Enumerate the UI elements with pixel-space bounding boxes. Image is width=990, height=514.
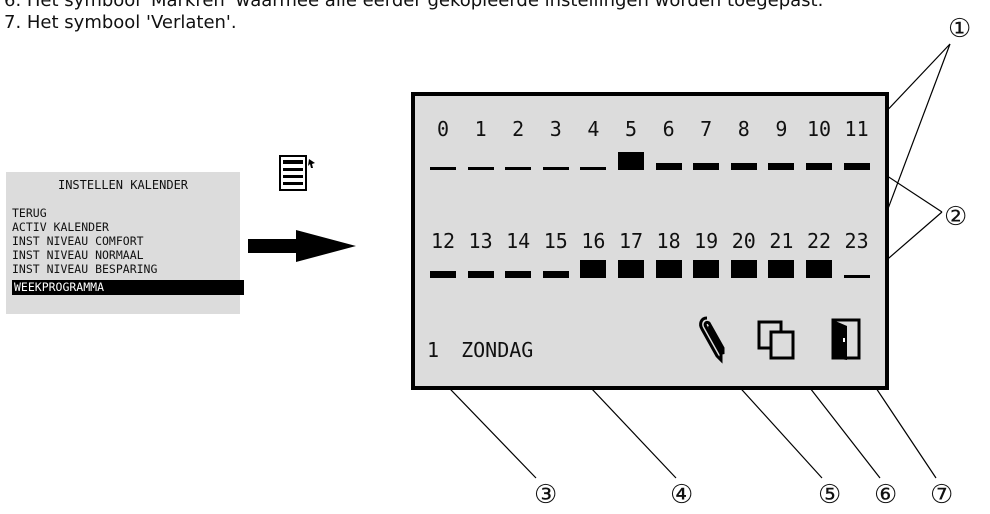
hour-label: 7 [700,117,713,141]
hour-label: 10 [806,117,832,141]
hour-label: 20 [731,229,756,253]
hour-level-bar [467,167,494,170]
hour-label: 19 [694,229,719,253]
hour-level-bar [768,163,795,170]
hour-label: 11 [844,117,869,141]
hour-label: 16 [581,229,606,253]
hour-level-bar [693,260,720,278]
hour-label: 4 [587,117,600,141]
hour-level-bar [843,163,870,170]
hour-label: 1 [474,117,487,141]
hour-label: 14 [506,229,531,253]
hour-level-bar [580,260,607,278]
hour-label: 18 [656,229,681,253]
hour-level-bar [580,167,607,170]
hour-level-bar [505,271,532,278]
menu-item-weekprogramma[interactable]: WEEKPROGRAMMA [12,280,244,295]
hour-level-bar [430,271,456,278]
menu-title: INSTELLEN KALENDER [57,178,189,192]
instruction-line-7: 7. Het symbool 'Verlaten'. [4,12,237,33]
menu-item-niveau-normaal[interactable]: INST NIVEAU NORMAAL [12,248,144,262]
hour-level-bar [655,163,682,170]
hour-level-bar [430,167,456,170]
hour-label: 3 [549,117,562,141]
day-name: ZONDAG [461,338,534,362]
arrow-right-icon [248,230,356,262]
hour-label: 9 [775,117,788,141]
hour-label: 21 [769,229,794,253]
hour-label: 8 [737,117,750,141]
menu-icon [279,155,315,191]
hour-label: 0 [436,117,450,141]
hour-label: 15 [543,229,568,253]
hour-level-bar [806,163,832,170]
menu-item-terug[interactable]: TERUG [12,206,47,220]
menu-item-niveau-comfort[interactable]: INST NIVEAU COMFORT [12,234,144,248]
callout-2: ② [944,202,968,232]
hour-level-bar [730,260,757,278]
hour-level-bar [467,271,494,278]
hour-level-bar [505,167,532,170]
hour-level-bar [618,152,644,170]
pencil-icon[interactable] [693,314,733,364]
hour-label: 17 [618,229,644,253]
hour-label: 13 [468,229,493,253]
callout-4: ④ [670,480,694,510]
hour-level-bar [806,260,832,278]
hour-label: 6 [662,117,675,141]
callout-7: ⑦ [930,480,954,510]
hour-label: 22 [806,229,832,253]
hour-level-bar [655,260,682,278]
hour-label: 12 [430,229,456,253]
copy-icon[interactable] [755,318,799,362]
menu-item-activ-kalender[interactable]: ACTIV KALENDER [12,220,109,234]
hour-label: 2 [512,117,525,141]
exit-door-icon[interactable] [827,316,867,362]
hour-label: 23 [844,229,869,253]
callout-6: ⑥ [874,480,898,510]
hour-level-bar [768,260,795,278]
callout-1: ① [948,14,972,44]
hour-level-bar [843,275,870,278]
instruction-line-6: 6. Het symbool 'Markren' waarmee alle ee… [4,0,824,11]
day-number: 1 [427,338,440,362]
menu-item-niveau-besparing[interactable]: INST NIVEAU BESPARING [12,262,158,276]
day-label: 1 ZONDAG [427,338,533,362]
hour-label: 5 [624,117,638,141]
hour-level-bar [618,260,644,278]
callout-3: ③ [534,480,558,510]
calendar-menu-screen: INSTELLEN KALENDER TERUG ACTIV KALENDER … [6,172,244,314]
hour-level-bar [542,167,569,170]
hour-level-bar [693,163,720,170]
callout-5: ⑤ [818,480,842,510]
hour-level-bar [542,271,569,278]
hour-level-bar [730,163,757,170]
